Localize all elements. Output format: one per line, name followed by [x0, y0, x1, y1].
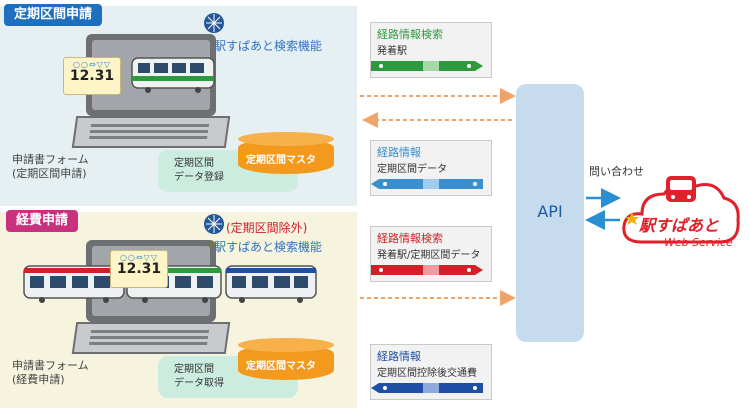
teiki-application-tag: 定期区間申請	[4, 4, 103, 26]
route-card-title-2: 経路情報	[377, 146, 421, 159]
top-form-label: 申請書フォーム (定期区間申請)	[12, 153, 89, 180]
bottom-date-card: ○○⇔▽▽ 12.31	[110, 250, 168, 288]
green-train-icon	[131, 57, 215, 93]
ekispert-globe-icon	[204, 13, 224, 33]
route-card-search-with-teiki: 経路情報検索 発着駅/定期区間データ	[370, 226, 492, 282]
route-card-search-stations: 経路情報検索 発着駅	[370, 22, 492, 78]
route-bar-icon-4	[371, 383, 483, 393]
blue-train-icon	[225, 265, 317, 303]
dashed-arrows	[360, 88, 516, 306]
route-card-subtitle-2: 定期区間データ	[377, 164, 447, 175]
route-bar-icon-3	[371, 265, 483, 275]
bottom-search-feature-label: 駅すぱあと検索機能	[214, 240, 323, 254]
route-bar-icon	[371, 61, 483, 71]
top-laptop-keyboard	[71, 116, 231, 148]
logo-main-text: 駅すぱあと	[639, 216, 720, 235]
query-label: 問い合わせ	[589, 165, 644, 178]
bottom-db-label: 定期区間マスタ	[246, 361, 316, 372]
expense-application-tag: 経費申請	[6, 210, 79, 232]
logo-sub-text: Web Service	[664, 236, 733, 249]
date-range-icon: ○○⇔▽▽	[73, 60, 111, 69]
ekispert-globe-icon-2	[204, 214, 224, 234]
exclude-teiki-note: (定期区間除外)	[226, 221, 308, 235]
route-card-title-3: 経路情報検索	[377, 232, 443, 245]
route-card-subtitle-4: 定期区間控除後交通費	[377, 368, 477, 379]
route-card-title-4: 経路情報	[377, 350, 421, 363]
red-train-icon	[23, 265, 125, 303]
ekispert-web-service-cloud-icon	[622, 176, 740, 244]
top-date-card: ○○⇔▽▽ 12.31	[63, 57, 121, 95]
top-search-feature-label: 駅すぱあと検索機能	[214, 39, 323, 53]
date-range-icon-2: ○○⇔▽▽	[120, 253, 158, 262]
api-label: API	[537, 202, 563, 221]
route-card-subtitle-3: 発着駅/定期区間データ	[377, 250, 481, 261]
route-bar-icon-2	[371, 179, 483, 189]
api-block: API	[516, 84, 584, 342]
db-top-icon	[238, 132, 334, 146]
db-top-icon-2	[238, 338, 334, 352]
top-db-label: 定期区間マスタ	[246, 155, 316, 166]
service-query-arrows	[585, 188, 621, 230]
route-card-title: 経路情報検索	[377, 28, 443, 41]
route-card-subtitle: 発着駅	[377, 46, 407, 57]
bottom-laptop-keyboard	[71, 322, 231, 354]
bottom-date-value: 12.31	[116, 261, 162, 277]
route-card-teiki-data: 経路情報 定期区間データ	[370, 140, 492, 196]
route-card-fare-after-deduction: 経路情報 定期区間控除後交通費	[370, 344, 492, 400]
bottom-form-label: 申請書フォーム (経費申請)	[12, 359, 89, 386]
top-date-value: 12.31	[69, 68, 115, 84]
